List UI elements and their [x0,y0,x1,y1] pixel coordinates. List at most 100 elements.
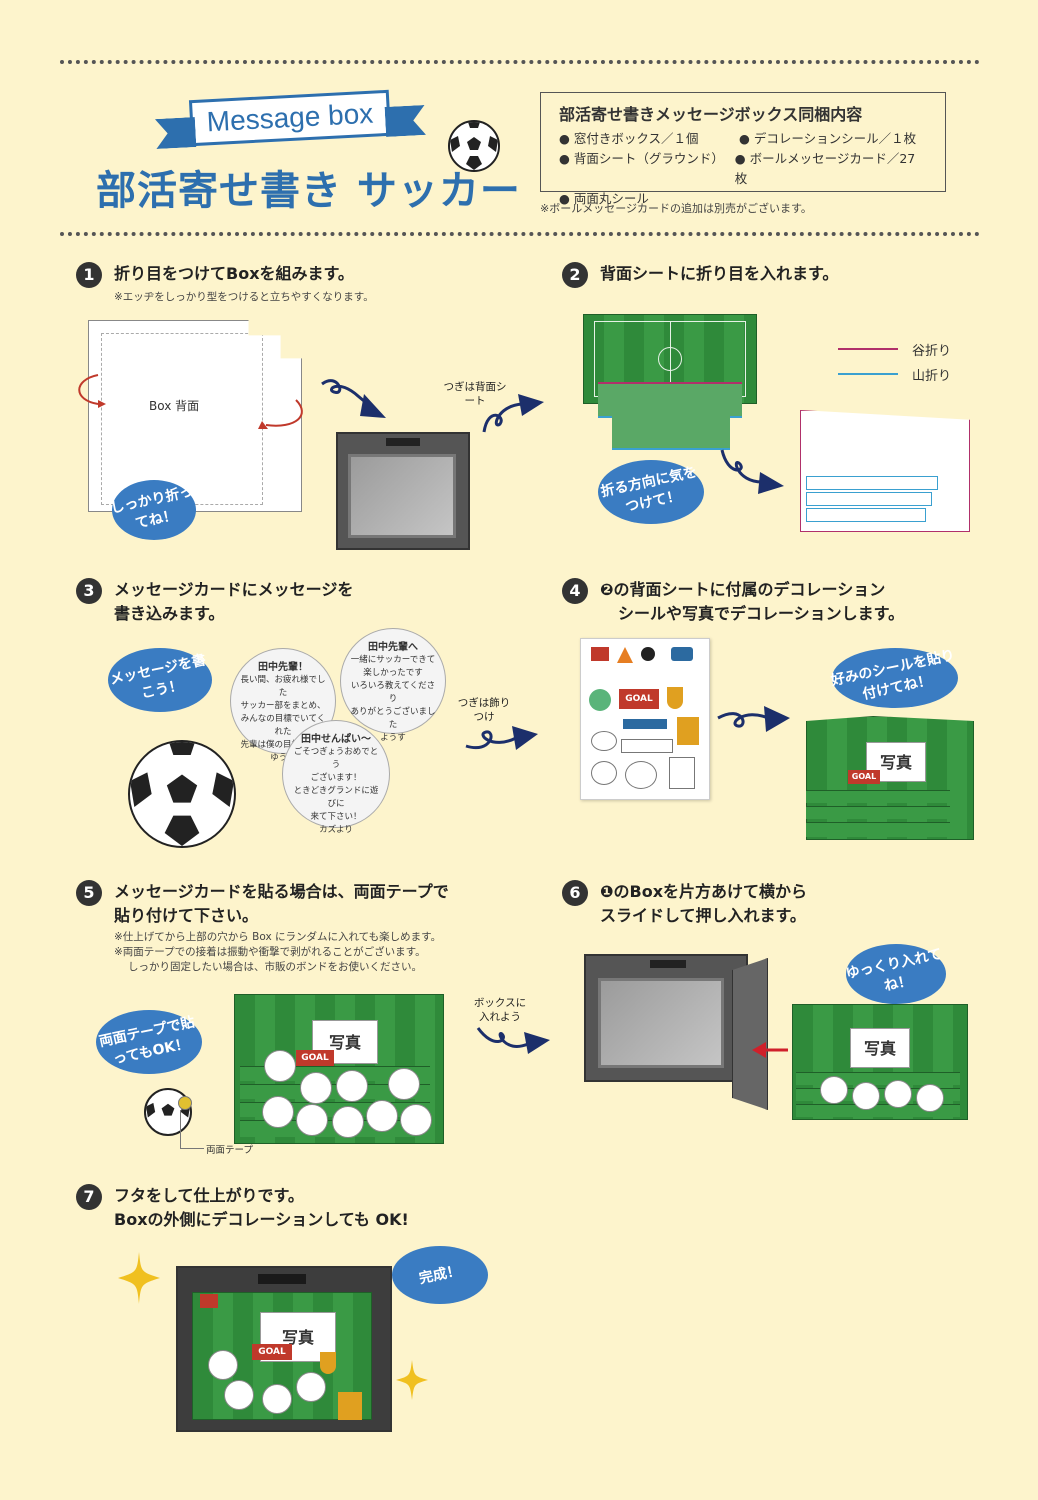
step-5-next-label: ボックスに入れよう [473,997,527,1023]
insert-arrow-icon [752,1042,788,1058]
step-6-text-1: ❶のBoxを片方あけて横から [600,882,808,901]
shield-sticker-icon [669,757,695,789]
step-2-text: 背面シートに折り目を入れます。 [600,264,839,283]
contents-title: 部活寄せ書きメッセージボックス同梱内容 [559,105,863,124]
flag-sticker-icon [200,1294,218,1308]
step-3-number: 3 [76,578,102,604]
contents-item: ● デコレーションシール／１枚 [739,131,917,146]
thank-you-sticker-icon [589,689,611,711]
step-3-text-2: 書き込みます。 [114,604,225,623]
mini-message-card [262,1384,292,1414]
sparkle-icon [118,1252,160,1304]
step-1-number: 1 [76,262,102,288]
goal-sticker: GOAL [252,1344,292,1360]
step-4-number: 4 [562,578,588,604]
mountain-fold-label: 山折り [912,369,952,384]
mini-message-card [300,1072,332,1104]
double-sided-tape-label: 両面テープ [206,1145,253,1156]
valley-fold-line [838,348,898,350]
curl-arrow-icon [476,1027,550,1054]
fold-arrow-left-icon [78,374,106,408]
step-4-text-1: ❷の背面シートに付属のデコレーション [600,580,886,599]
mini-message-card [296,1104,328,1136]
mini-message-card [820,1076,848,1104]
curl-arrow-icon [321,379,386,418]
goal-sticker: GOAL [619,689,659,709]
step-6-text-2: スライドして押し入れます。 [600,906,806,925]
box-slot [386,438,420,446]
box-window [598,978,724,1068]
box-slot [258,1274,306,1284]
speech-sticker-icon [591,731,617,751]
step-1-note: ※エッヂをしっかり型をつけると立ちやすくなります。 [114,291,374,303]
message-box-ribbon: Message box [188,89,392,147]
contents-item: ● ボールメッセージカード／27 枚 [734,151,916,186]
graduation-ribbon-sticker-icon [623,719,667,729]
box-side-flap [732,958,768,1110]
contents-note: ※ボールメッセージカードの追加は別売がございます。 [540,202,812,215]
flag-sticker-icon [591,647,609,661]
speech-sticker-icon [591,761,617,785]
contents-item: ● 両面丸シール [559,191,649,206]
mini-message-card [884,1080,912,1108]
step-3-text-1: メッセージカードにメッセージを [114,580,354,599]
step-5-text-1: メッセージカードを貼る場合は、両面テープで [114,882,449,901]
open-box [584,954,748,1082]
step-6-bubble: ゆっくり入れてね！ [845,944,946,1004]
step-1-text: 折り目をつけてBoxを組みます。 [114,264,354,283]
package-contents-box: 部活寄せ書きメッセージボックス同梱内容 ● 窓付きボックス／１個 ● デコレーショ… [540,92,946,206]
curl-arrow-icon [465,726,538,750]
box-back-label: Box 背面 [149,399,200,413]
tape-dot-icon [178,1096,192,1110]
contents-item: ● 窓付きボックス／１個 [559,131,699,146]
finished-box: 写真 GOAL [176,1266,392,1432]
assembled-box [336,432,470,550]
page-title: 部活寄せ書き サッカー [96,168,521,214]
step-1-bubble: しっかり折ってね！ [109,480,196,540]
valley-fold-label: 谷折り [912,344,952,359]
mini-message-card [208,1350,238,1380]
goal-sticker: GOAL [296,1050,334,1066]
mini-message-card [332,1106,364,1138]
divider-middle [60,232,980,236]
mini-message-card [296,1372,326,1402]
contents-item: ● 背面シート（グラウンド） [559,151,724,166]
mini-message-card [916,1084,944,1112]
step-7-bubble: 完成！ [392,1246,488,1304]
step-5-bubble: 両面テープで貼ってもOK！ [96,1010,202,1074]
step-5-text-2: 貼り付けて下さい。 [114,906,259,925]
step-2-bubble: 折る方向に気をつけて！ [598,460,704,524]
mini-message-card [264,1050,296,1082]
curl-arrow-icon [717,706,790,732]
mini-message-card [388,1068,420,1100]
graduation-badge-sticker-icon [625,761,657,789]
step-5-note-3: しっかり固定したい場合は、市販のボンドをお使いください。 [128,961,422,973]
step-4-bubble: 好みのシールを貼り付けてね！ [830,647,958,708]
step-6-number: 6 [562,880,588,906]
football-sports-sticker-icon [338,1392,362,1420]
boots-sticker-icon [671,647,693,661]
step-5-note-2: ※両面テープでの接着は振動や衝撃で剥がれることがございます。 [114,946,426,958]
cone-sticker-icon [617,647,633,663]
goal-sticker: GOAL [848,770,880,784]
message-card: 田中せんぱい〜 ごそつぎょうおめでとうございます！ときどきグランドに遊びに来て下… [282,720,390,835]
mini-message-card [224,1380,254,1410]
step-5-note-1: ※仕上げてから上部の穴から Box にランダムに入れても楽しめます。 [114,931,442,943]
soccer-ball-icon [448,120,500,172]
banner-sticker-icon [621,739,673,753]
mini-message-card [366,1100,398,1132]
fold-arrow-right-icon [258,399,303,429]
mini-message-card [852,1082,880,1110]
message-card: 田中先輩へ 一緒にサッカーできて楽しかったですいろいろ教えてくださりありがとうご… [340,628,446,743]
photo-placeholder: 写真 [850,1028,910,1068]
trophy-sticker-icon [320,1352,336,1374]
step-1-next-label: つぎは背面シート [443,381,507,407]
ball-sticker-icon [641,647,655,661]
decoration-sticker-sheet: GOAL [580,638,710,800]
soccer-ball-icon [128,740,236,848]
trophy-sticker-icon [667,687,683,709]
step-3-next-label: つぎは飾りつけ [457,697,511,723]
mini-message-card [262,1096,294,1128]
fold-line-step [612,416,730,450]
mini-message-card [336,1070,368,1102]
